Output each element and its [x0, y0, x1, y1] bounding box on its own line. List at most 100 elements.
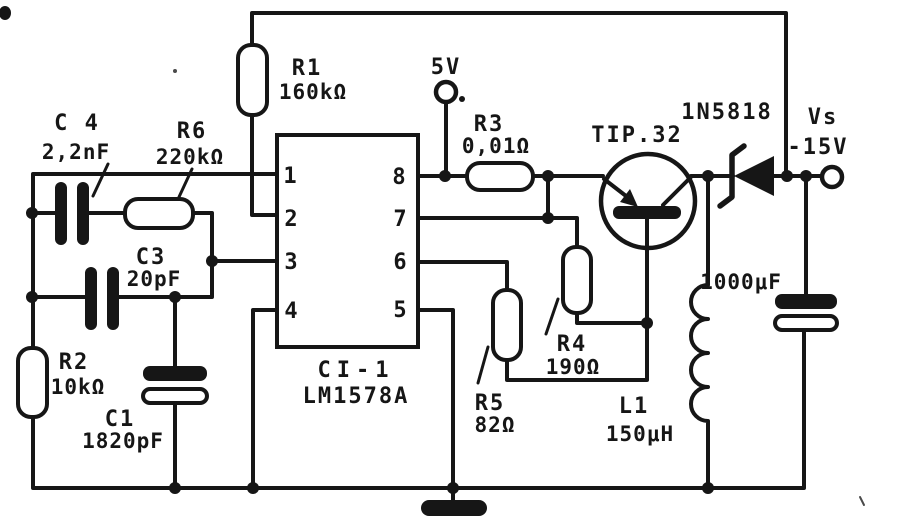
- resistor-r1-body: [236, 43, 269, 117]
- label-r1-ref: R1: [292, 56, 323, 81]
- c4-plate-right: [77, 182, 89, 245]
- c3-plate-left: [85, 267, 97, 330]
- label-r5-value: 82Ω: [475, 413, 516, 437]
- wire-r4-base: [575, 311, 649, 325]
- label-r2-ref: R2: [59, 350, 90, 375]
- pin-label-7: 7: [393, 207, 408, 232]
- label-r4-value: 190Ω: [546, 355, 601, 379]
- junction-dot: [447, 482, 459, 494]
- label-r1-value: 160kΩ: [279, 80, 347, 104]
- q1-emitter-lead: [602, 177, 628, 198]
- ground-symbol: [421, 500, 487, 516]
- junction-dot: [439, 170, 451, 182]
- label-vs: Vs: [808, 105, 839, 130]
- label-c3-ref: C3: [136, 245, 167, 270]
- junction-dot: [800, 170, 812, 182]
- label-d1-ref: 1N5818: [681, 100, 772, 125]
- scan-artifact: [0, 6, 11, 20]
- cout-plate-bottom: [773, 314, 839, 332]
- ic-pin-numbers: 1 2 3 4 8 7 6 5: [283, 164, 408, 324]
- junction-dot: [169, 291, 181, 303]
- r6-leader: [177, 167, 194, 199]
- ic-body: [275, 133, 420, 349]
- print-period-dot: [459, 96, 465, 102]
- label-leaders: [91, 162, 560, 385]
- label-ic-ref: CI-1: [318, 358, 395, 383]
- label-cout-value: 1000μF: [700, 270, 782, 294]
- label-r6-ref: R6: [177, 119, 208, 144]
- label-l1-ref: L1: [619, 394, 650, 419]
- label-c1-value: 1820pF: [82, 429, 164, 453]
- label-l1-value: 150μH: [606, 422, 674, 446]
- transistor-q1: [598, 151, 698, 251]
- diode-d1: [717, 143, 774, 209]
- junction-dot: [206, 255, 218, 267]
- wire-top-rail: [250, 11, 788, 173]
- capacitor-c4: [55, 182, 89, 245]
- label-r6-value: 220kΩ: [156, 145, 224, 169]
- resistor-r3-body: [465, 161, 535, 192]
- label-r3-value: 0,01Ω: [462, 134, 530, 158]
- terminal-5v: [433, 79, 459, 105]
- wire-pin6-r5: [416, 260, 649, 382]
- capacitor-c1: [141, 366, 209, 405]
- resistor-r4-body: [561, 245, 593, 315]
- label-5v: 5V: [431, 55, 462, 80]
- resistor-r6-body: [123, 197, 195, 230]
- wire-pin4-ground: [251, 308, 279, 490]
- print-speck: [173, 69, 177, 73]
- junction-dot: [781, 170, 793, 182]
- label-ic-part: LM1578A: [303, 384, 410, 409]
- pin-label-6: 6: [393, 250, 408, 275]
- r4-leader: [544, 297, 560, 336]
- resistor-r2-body: [16, 346, 49, 419]
- terminal-vs: [819, 164, 845, 190]
- wire-pin5-ground: [416, 308, 455, 490]
- junction-dot: [702, 482, 714, 494]
- resistor-r5-body: [491, 288, 523, 362]
- label-r4-ref: R4: [557, 332, 588, 357]
- r5-leader: [476, 345, 490, 385]
- label-r5-ref: R5: [475, 391, 506, 416]
- label-c4-value: 2,2nF: [42, 140, 110, 164]
- q1-collector-lead: [661, 175, 693, 207]
- print-speck-2: [859, 496, 865, 506]
- label-q1-ref: TIP.32: [591, 123, 682, 148]
- junction-dot: [542, 170, 554, 182]
- junction-dot: [702, 170, 714, 182]
- junction-dot: [26, 291, 38, 303]
- d1-cathode-bar: [717, 143, 747, 209]
- junction-dot: [542, 212, 554, 224]
- c1-plate-top: [143, 366, 207, 381]
- junction-dot: [26, 207, 38, 219]
- ic-outline: [275, 133, 420, 349]
- pin-label-4: 4: [284, 299, 299, 324]
- wire-inductor-branch: [689, 174, 710, 490]
- label-c3-value: 20pF: [127, 267, 182, 291]
- junction-dot: [641, 317, 653, 329]
- c1-plate-bottom: [141, 387, 209, 405]
- label-r3-ref: R3: [474, 112, 505, 137]
- wire-r1-pin2: [250, 113, 279, 217]
- junction-dot: [247, 482, 259, 494]
- labels: C 4 2,2nF R6 220kΩ R1 160kΩ 5V R3 0,01Ω …: [42, 55, 849, 453]
- pin-label-8: 8: [392, 165, 407, 190]
- wire-feedback-left-rail: [31, 172, 806, 490]
- pin-label-2: 2: [284, 207, 299, 232]
- c3-plate-right: [107, 267, 119, 330]
- pin-label-5: 5: [393, 298, 408, 323]
- c4-plate-left: [55, 182, 67, 245]
- d1-anode-triangle: [734, 156, 774, 196]
- junction-dots: [26, 170, 812, 494]
- label-c1-ref: C1: [105, 407, 136, 432]
- label-c4-ref: C 4: [54, 111, 100, 136]
- q1-base-bar: [613, 206, 681, 219]
- capacitor-cout: [773, 294, 839, 332]
- wire-pin7-r4: [416, 174, 579, 249]
- cout-plate-top: [775, 294, 837, 309]
- c4-leader: [91, 162, 110, 198]
- junction-dot: [169, 482, 181, 494]
- label-vs-value: -15V: [788, 135, 849, 160]
